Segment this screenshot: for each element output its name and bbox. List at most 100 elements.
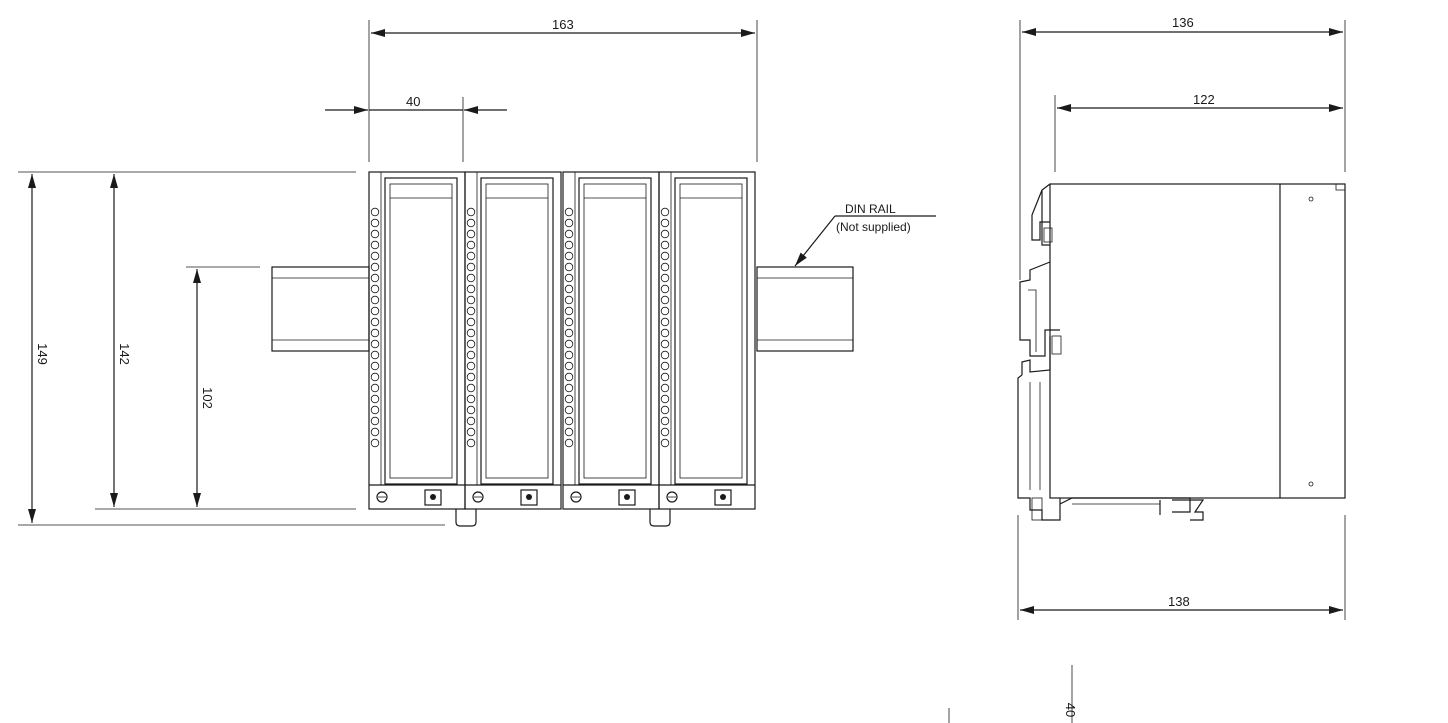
base-screw bbox=[666, 491, 678, 503]
base-terminal-box bbox=[424, 489, 442, 506]
terminal-hole bbox=[466, 229, 476, 239]
terminal-hole bbox=[370, 394, 380, 404]
terminal-hole bbox=[660, 328, 670, 338]
terminal-hole bbox=[370, 273, 380, 283]
terminal-hole bbox=[466, 361, 476, 371]
terminal-hole bbox=[370, 361, 380, 371]
terminal-hole bbox=[466, 427, 476, 437]
terminal-hole bbox=[660, 339, 670, 349]
dimension-total-height: 149 bbox=[28, 174, 50, 523]
terminal-hole bbox=[370, 405, 380, 415]
front-extension-lines bbox=[18, 20, 758, 526]
terminal-hole bbox=[466, 438, 476, 448]
base-screw bbox=[472, 491, 484, 503]
base-terminal-box bbox=[520, 489, 538, 506]
dim-text-top-depth: 136 bbox=[1172, 15, 1194, 30]
io-modules bbox=[368, 171, 756, 527]
terminal-hole bbox=[564, 306, 574, 316]
terminal-hole bbox=[466, 251, 476, 261]
dim-text-module-height: 142 bbox=[117, 343, 132, 365]
terminal-hole bbox=[660, 251, 670, 261]
terminal-hole bbox=[466, 262, 476, 272]
terminal-hole bbox=[370, 339, 380, 349]
base-terminal-box bbox=[714, 489, 732, 506]
terminal-hole bbox=[466, 306, 476, 316]
side-view: 136 122 138 bbox=[1017, 15, 1346, 620]
terminal-hole bbox=[370, 240, 380, 250]
terminal-hole bbox=[370, 295, 380, 305]
terminal-hole bbox=[466, 207, 476, 217]
base-terminal-screw bbox=[720, 494, 726, 500]
callout-note: (Not supplied) bbox=[836, 220, 911, 234]
io-module bbox=[368, 171, 477, 527]
dim-text-total-height: 149 bbox=[35, 343, 50, 365]
terminal-hole bbox=[466, 405, 476, 415]
terminal-hole bbox=[370, 218, 380, 228]
dim-text-rail-height: 102 bbox=[200, 387, 215, 409]
terminal-hole bbox=[564, 438, 574, 448]
terminal-hole bbox=[370, 306, 380, 316]
terminal-hole bbox=[466, 284, 476, 294]
dimension-body-depth: 122 bbox=[1057, 92, 1343, 112]
base-screw bbox=[570, 491, 582, 503]
dim-text-cut-label: 40 bbox=[1063, 703, 1078, 717]
terminal-hole bbox=[564, 262, 574, 272]
terminal-hole bbox=[370, 350, 380, 360]
terminal-hole bbox=[564, 427, 574, 437]
terminal-hole bbox=[660, 372, 670, 382]
terminal-hole bbox=[564, 273, 574, 283]
terminal-hole bbox=[466, 339, 476, 349]
module-front-panel bbox=[578, 177, 652, 485]
terminal-hole bbox=[660, 284, 670, 294]
front-view: 163 40 149 142 102 bbox=[18, 17, 936, 527]
dim-text-overall-width: 163 bbox=[552, 17, 574, 32]
terminal-hole bbox=[564, 394, 574, 404]
base-terminal-screw bbox=[430, 494, 436, 500]
io-module bbox=[562, 171, 671, 527]
dimension-bottom-depth: 138 bbox=[1020, 594, 1343, 614]
terminal-hole bbox=[660, 295, 670, 305]
terminal-hole bbox=[466, 328, 476, 338]
module-front-panel bbox=[674, 177, 748, 485]
terminal-hole bbox=[564, 229, 574, 239]
terminal-hole bbox=[370, 427, 380, 437]
base-screw bbox=[376, 491, 388, 503]
terminal-hole bbox=[370, 251, 380, 261]
terminal-hole bbox=[370, 317, 380, 327]
module-front-panel bbox=[480, 177, 554, 485]
module-window bbox=[485, 183, 549, 479]
terminal-hole bbox=[466, 383, 476, 393]
terminal-hole bbox=[466, 317, 476, 327]
terminal-hole bbox=[564, 295, 574, 305]
base-terminal-screw bbox=[624, 494, 630, 500]
terminal-hole bbox=[564, 240, 574, 250]
terminal-hole bbox=[564, 251, 574, 261]
terminal-hole bbox=[660, 416, 670, 426]
dim-text-bottom-depth: 138 bbox=[1168, 594, 1190, 609]
module-housing bbox=[368, 171, 466, 510]
io-module bbox=[464, 171, 562, 510]
partial-view: 40 bbox=[948, 665, 1078, 723]
module-window bbox=[679, 183, 743, 479]
terminal-hole bbox=[660, 394, 670, 404]
terminal-hole bbox=[564, 218, 574, 228]
terminal-hole bbox=[370, 372, 380, 382]
terminal-hole bbox=[466, 416, 476, 426]
terminal-hole bbox=[660, 317, 670, 327]
terminal-hole bbox=[660, 361, 670, 371]
terminal-hole bbox=[564, 372, 574, 382]
terminal-hole bbox=[660, 383, 670, 393]
dimension-module-width: 40 bbox=[325, 94, 507, 114]
din-rail-callout: DIN RAIL (Not supplied) bbox=[794, 202, 936, 267]
terminal-hole bbox=[660, 262, 670, 272]
terminal-hole bbox=[564, 383, 574, 393]
module-housing bbox=[658, 171, 756, 510]
terminal-hole bbox=[466, 372, 476, 382]
terminal-hole bbox=[466, 295, 476, 305]
dimension-module-height: 142 bbox=[110, 174, 132, 507]
dim-text-body-depth: 122 bbox=[1193, 92, 1215, 107]
side-extension-lines bbox=[1017, 20, 1346, 620]
terminal-hole bbox=[660, 306, 670, 316]
terminal-hole bbox=[564, 207, 574, 217]
